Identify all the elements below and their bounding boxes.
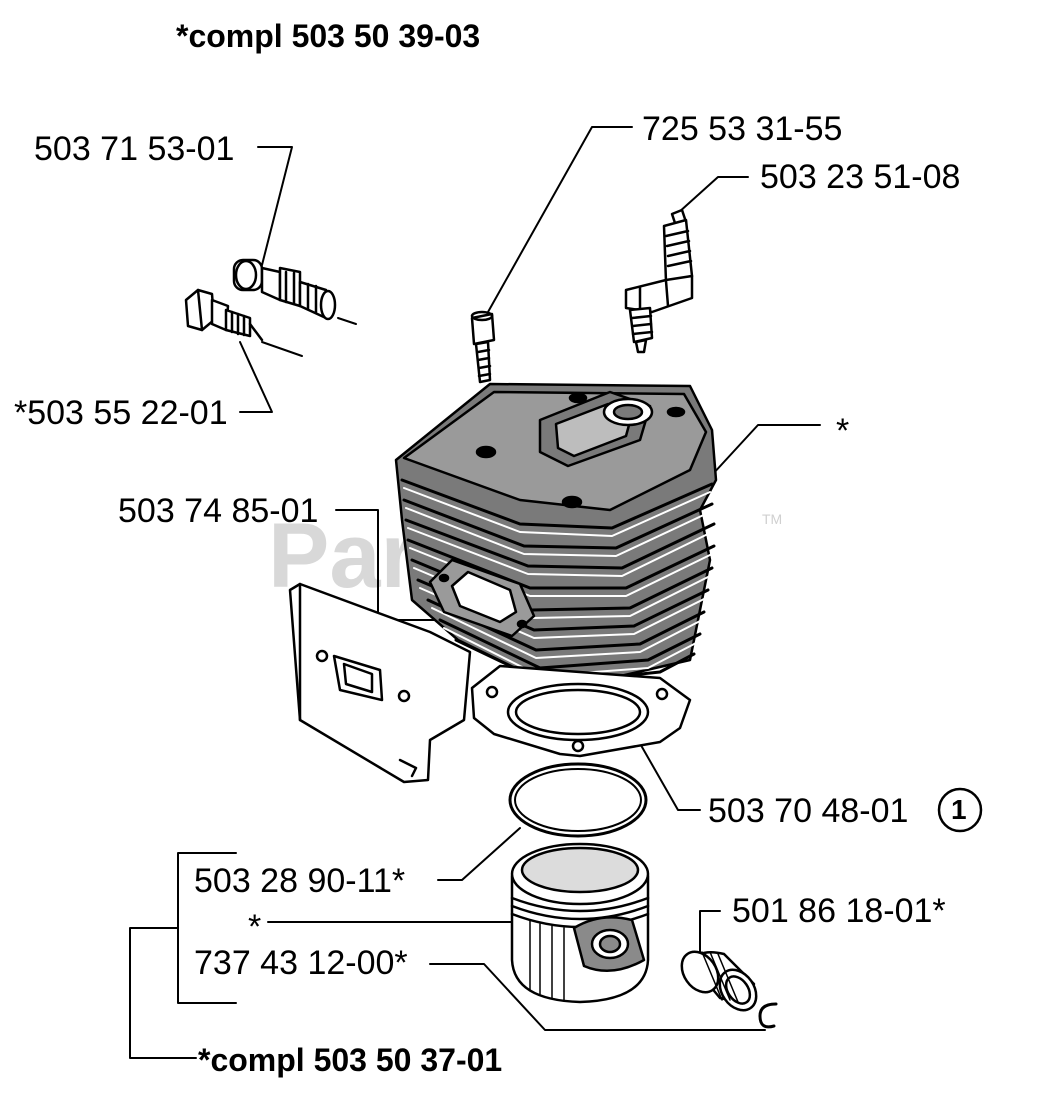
leader-screw: [487, 126, 633, 313]
label-spark-plug: 503 23 51-08: [760, 158, 961, 196]
label-decomp-valve: 503 71 53-01: [34, 130, 235, 168]
page-title: *compl 503 50 39-03: [176, 18, 481, 54]
circlip-drawing: [758, 1002, 778, 1029]
leader-spark-plug: [677, 176, 749, 214]
label-muffler-gasket: 503 74 85-01: [118, 492, 319, 530]
piston-drawing: [510, 842, 650, 1004]
watermark-trademark: TM: [762, 511, 783, 527]
badge-circle: [937, 787, 983, 833]
spark-plug-drawing: [624, 208, 694, 354]
axis-line-decomp: [337, 317, 357, 325]
label-piston: *: [248, 908, 262, 946]
label-cylinder: *: [836, 412, 850, 450]
leader-needle-bearing: [699, 910, 721, 959]
leader-decomp-valve: [257, 146, 293, 266]
leader-circlip: [429, 963, 766, 1031]
cylinder-gasket-drawing: [470, 664, 692, 758]
leader-cylinder: [699, 424, 821, 489]
leader-valve-fitting: [239, 341, 273, 413]
label-valve-fitting: *503 55 22-01: [14, 394, 228, 432]
label-piston-ring: 503 28 90-11*: [194, 862, 406, 900]
screw-drawing: [470, 310, 496, 384]
needle-bearing-drawing: [680, 950, 758, 1012]
piston-ring-drawing: [508, 762, 648, 838]
bracket-compl: [129, 927, 197, 1059]
valve-fitting-drawing: [184, 288, 264, 342]
label-needle-bearing: 501 86 18-01*: [732, 892, 946, 930]
decompression-valve-drawing: [232, 258, 337, 321]
leader-cylinder-gasket: [637, 739, 701, 811]
cylinder-drawing: [394, 382, 718, 692]
leader-piston-ring: [437, 827, 521, 881]
label-circlip: 737 43 12-00*: [194, 944, 408, 982]
footer-compl: *compl 503 50 37-01: [198, 1042, 503, 1078]
label-cylinder-gasket: 503 70 48-01: [708, 792, 909, 830]
label-screw: 725 53 31-55: [642, 110, 843, 148]
muffler-gasket-drawing: [288, 582, 472, 784]
leader-lines: [129, 126, 821, 1059]
axis-line-valve: [261, 341, 303, 357]
badge-number: 1: [951, 794, 967, 825]
leader-muffler-gasket: [335, 509, 453, 621]
